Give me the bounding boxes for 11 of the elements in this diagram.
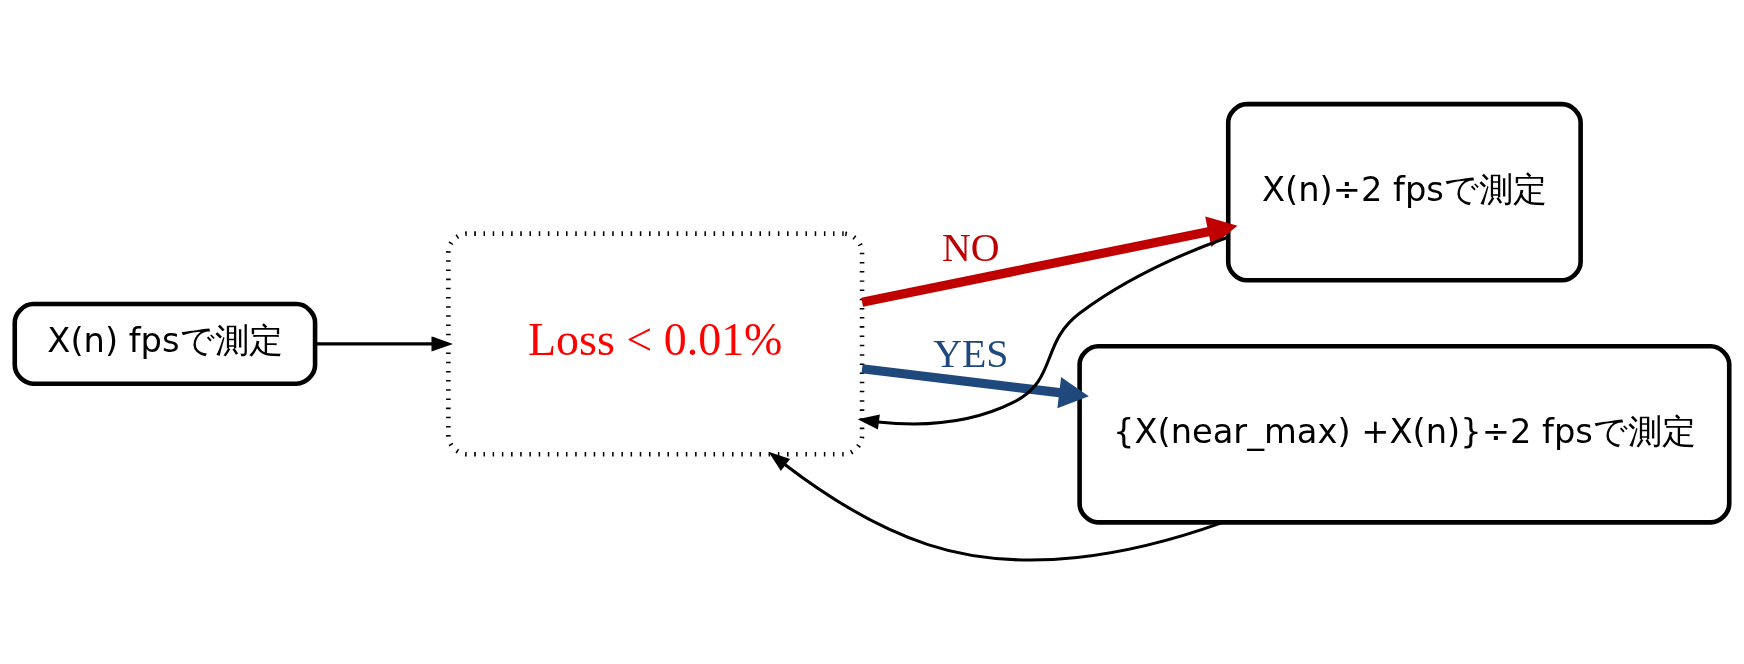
edge-label: NO — [942, 225, 1000, 270]
arrow — [861, 363, 1089, 408]
edge-label: YES — [933, 331, 1009, 376]
node-box: {X(near_max) +X(n)}÷2 fpsで測定 — [1077, 343, 1732, 525]
node-box: X(n)÷2 fpsで測定 — [1225, 101, 1583, 283]
node-box: Loss < 0.01% — [446, 230, 865, 457]
arrow — [768, 451, 1223, 561]
arrow — [861, 215, 1238, 307]
arrow — [857, 235, 1229, 430]
node-box: X(n) fpsで測定 — [12, 301, 318, 386]
arrow — [315, 335, 453, 351]
